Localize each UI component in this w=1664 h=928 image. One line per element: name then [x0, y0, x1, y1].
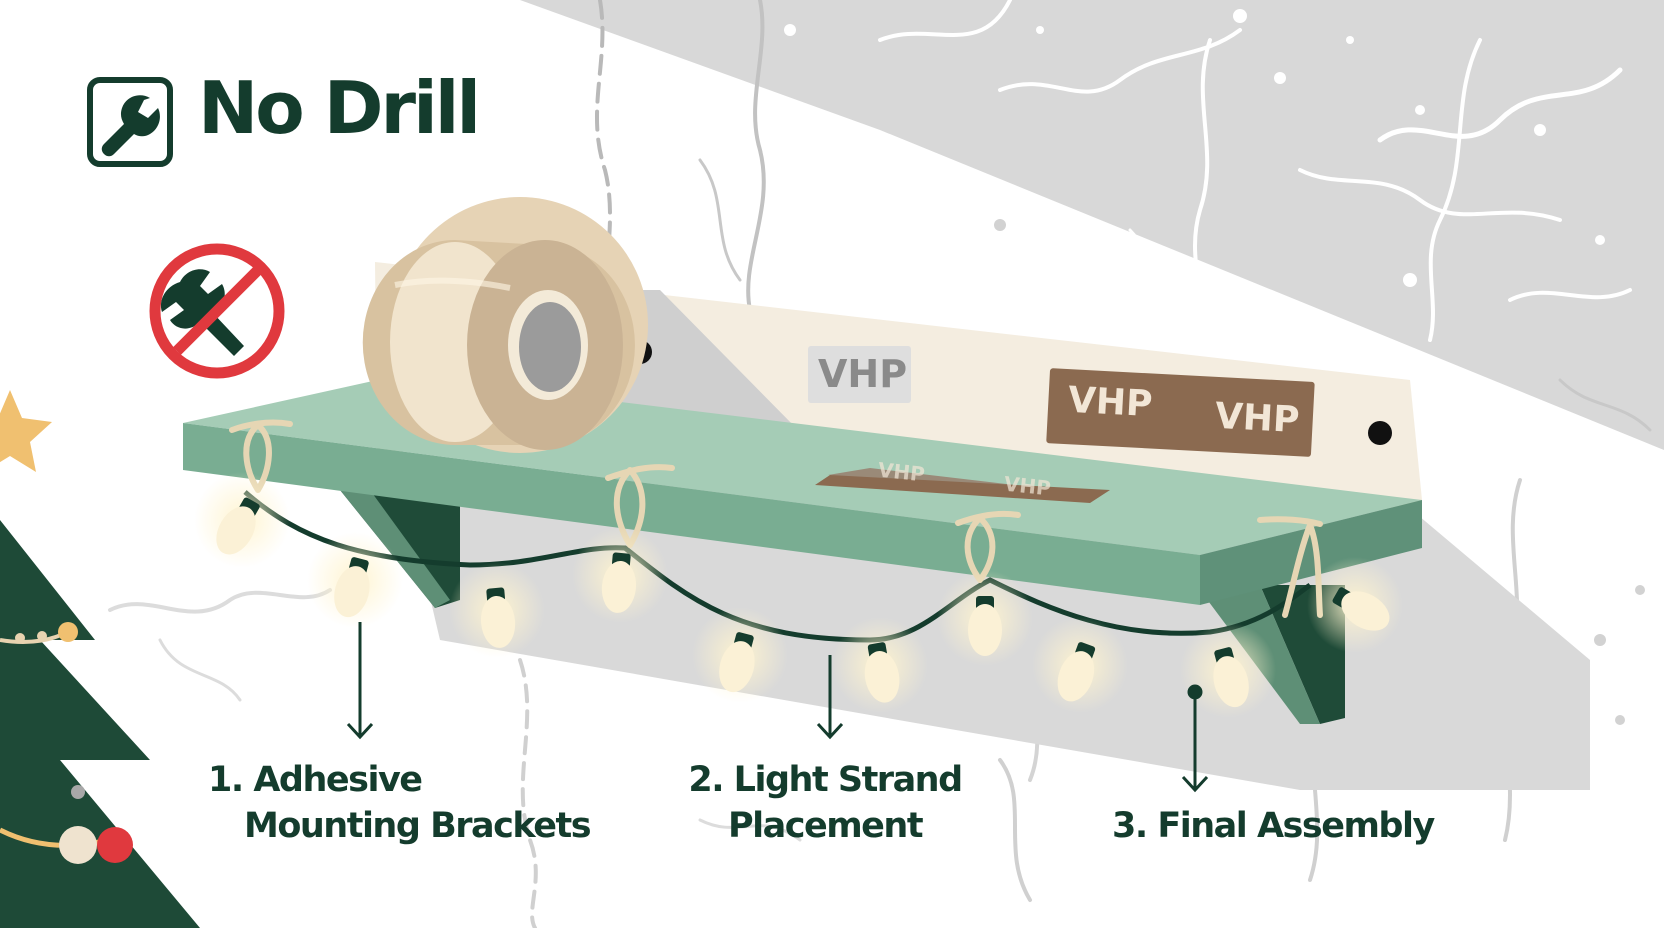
step-3-title: 3. Final Assembly: [1112, 806, 1435, 846]
no-tools-prohibited-icon: [149, 243, 285, 379]
string-light-bulb-icon: [194, 472, 290, 568]
string-light-bulb-icon: [832, 617, 928, 713]
step-2-title: 2. Light Strand: [688, 760, 963, 800]
tape-roll: [362, 197, 648, 453]
string-light-bulb-icon: [1032, 617, 1128, 713]
string-light-bulb-icon: [449, 562, 545, 658]
string-light-bulb-icon: [937, 570, 1033, 666]
string-light-bulb-icon: [307, 532, 403, 628]
wrench-icon: [87, 77, 173, 167]
wall-dots-gray: [994, 219, 1645, 764]
step-1-label: 1. Adhesive Mounting Brackets: [208, 757, 592, 849]
step-1-subtitle: Mounting Brackets: [244, 806, 592, 846]
snow-dots: [784, 9, 1605, 287]
step-3-label: 3. Final Assembly: [1112, 803, 1435, 849]
light-strand-wire: [243, 490, 1312, 643]
tape-label: VHP: [818, 352, 908, 396]
page-title: No Drill: [198, 66, 481, 150]
step-1-title: 1. Adhesive: [208, 760, 423, 800]
christmas-tree-icon: [0, 520, 200, 928]
star-icon: [0, 390, 52, 472]
string-light-bulb-icon: [1307, 557, 1403, 653]
tape-label: VHP: [876, 457, 927, 487]
tape-label: VHP: [1066, 379, 1154, 426]
left-bracket: [340, 490, 460, 608]
string-light-bulb-icon: [692, 607, 788, 703]
tape-label: VHP: [1213, 395, 1301, 442]
light-bulbs: [194, 472, 1403, 718]
vhp-strip-bg: [1046, 368, 1315, 457]
step-2-subtitle: Placement: [727, 806, 924, 846]
vhp-label-gray-bg: [808, 346, 911, 403]
callout-arrows: [346, 622, 1209, 793]
tape-label: VHP: [1002, 471, 1053, 501]
screw-hole: [1368, 421, 1392, 445]
string-light-bulb-icon: [1180, 622, 1276, 718]
tape-shadow: [600, 290, 800, 440]
step-2-label: 2. Light Strand Placement: [675, 757, 975, 849]
string-light-bulb-icon: [572, 527, 668, 623]
